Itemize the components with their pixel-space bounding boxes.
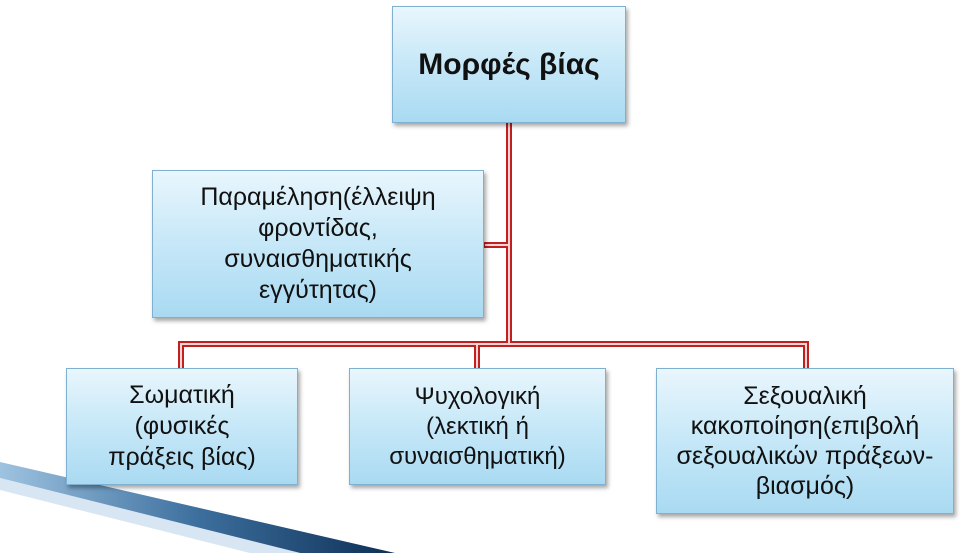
node-neglect: Παραμέληση(έλλειψη φροντίδας, συναισθημα… [152,170,484,318]
node-physical-label: Σωματική (φυσικές πράξεις βίας) [108,380,256,473]
node-sexual-label: Σεξουαλική κακοποίηση(επιβολή σεξουαλικώ… [677,381,934,501]
root-node-label: Μορφές βίας [418,48,600,82]
root-node-forms-of-violence: Μορφές βίας [392,6,626,123]
node-sexual: Σεξουαλική κακοποίηση(επιβολή σεξουαλικώ… [656,368,954,514]
node-physical: Σωματική (φυσικές πράξεις βίας) [66,368,298,485]
node-psychological: Ψυχολογική (λεκτική ή συναισθηματική) [349,368,606,485]
node-neglect-label: Παραμέληση(έλλειψη φροντίδας, συναισθημα… [200,182,435,306]
node-psychological-label: Ψυχολογική (λεκτική ή συναισθηματική) [389,382,566,472]
